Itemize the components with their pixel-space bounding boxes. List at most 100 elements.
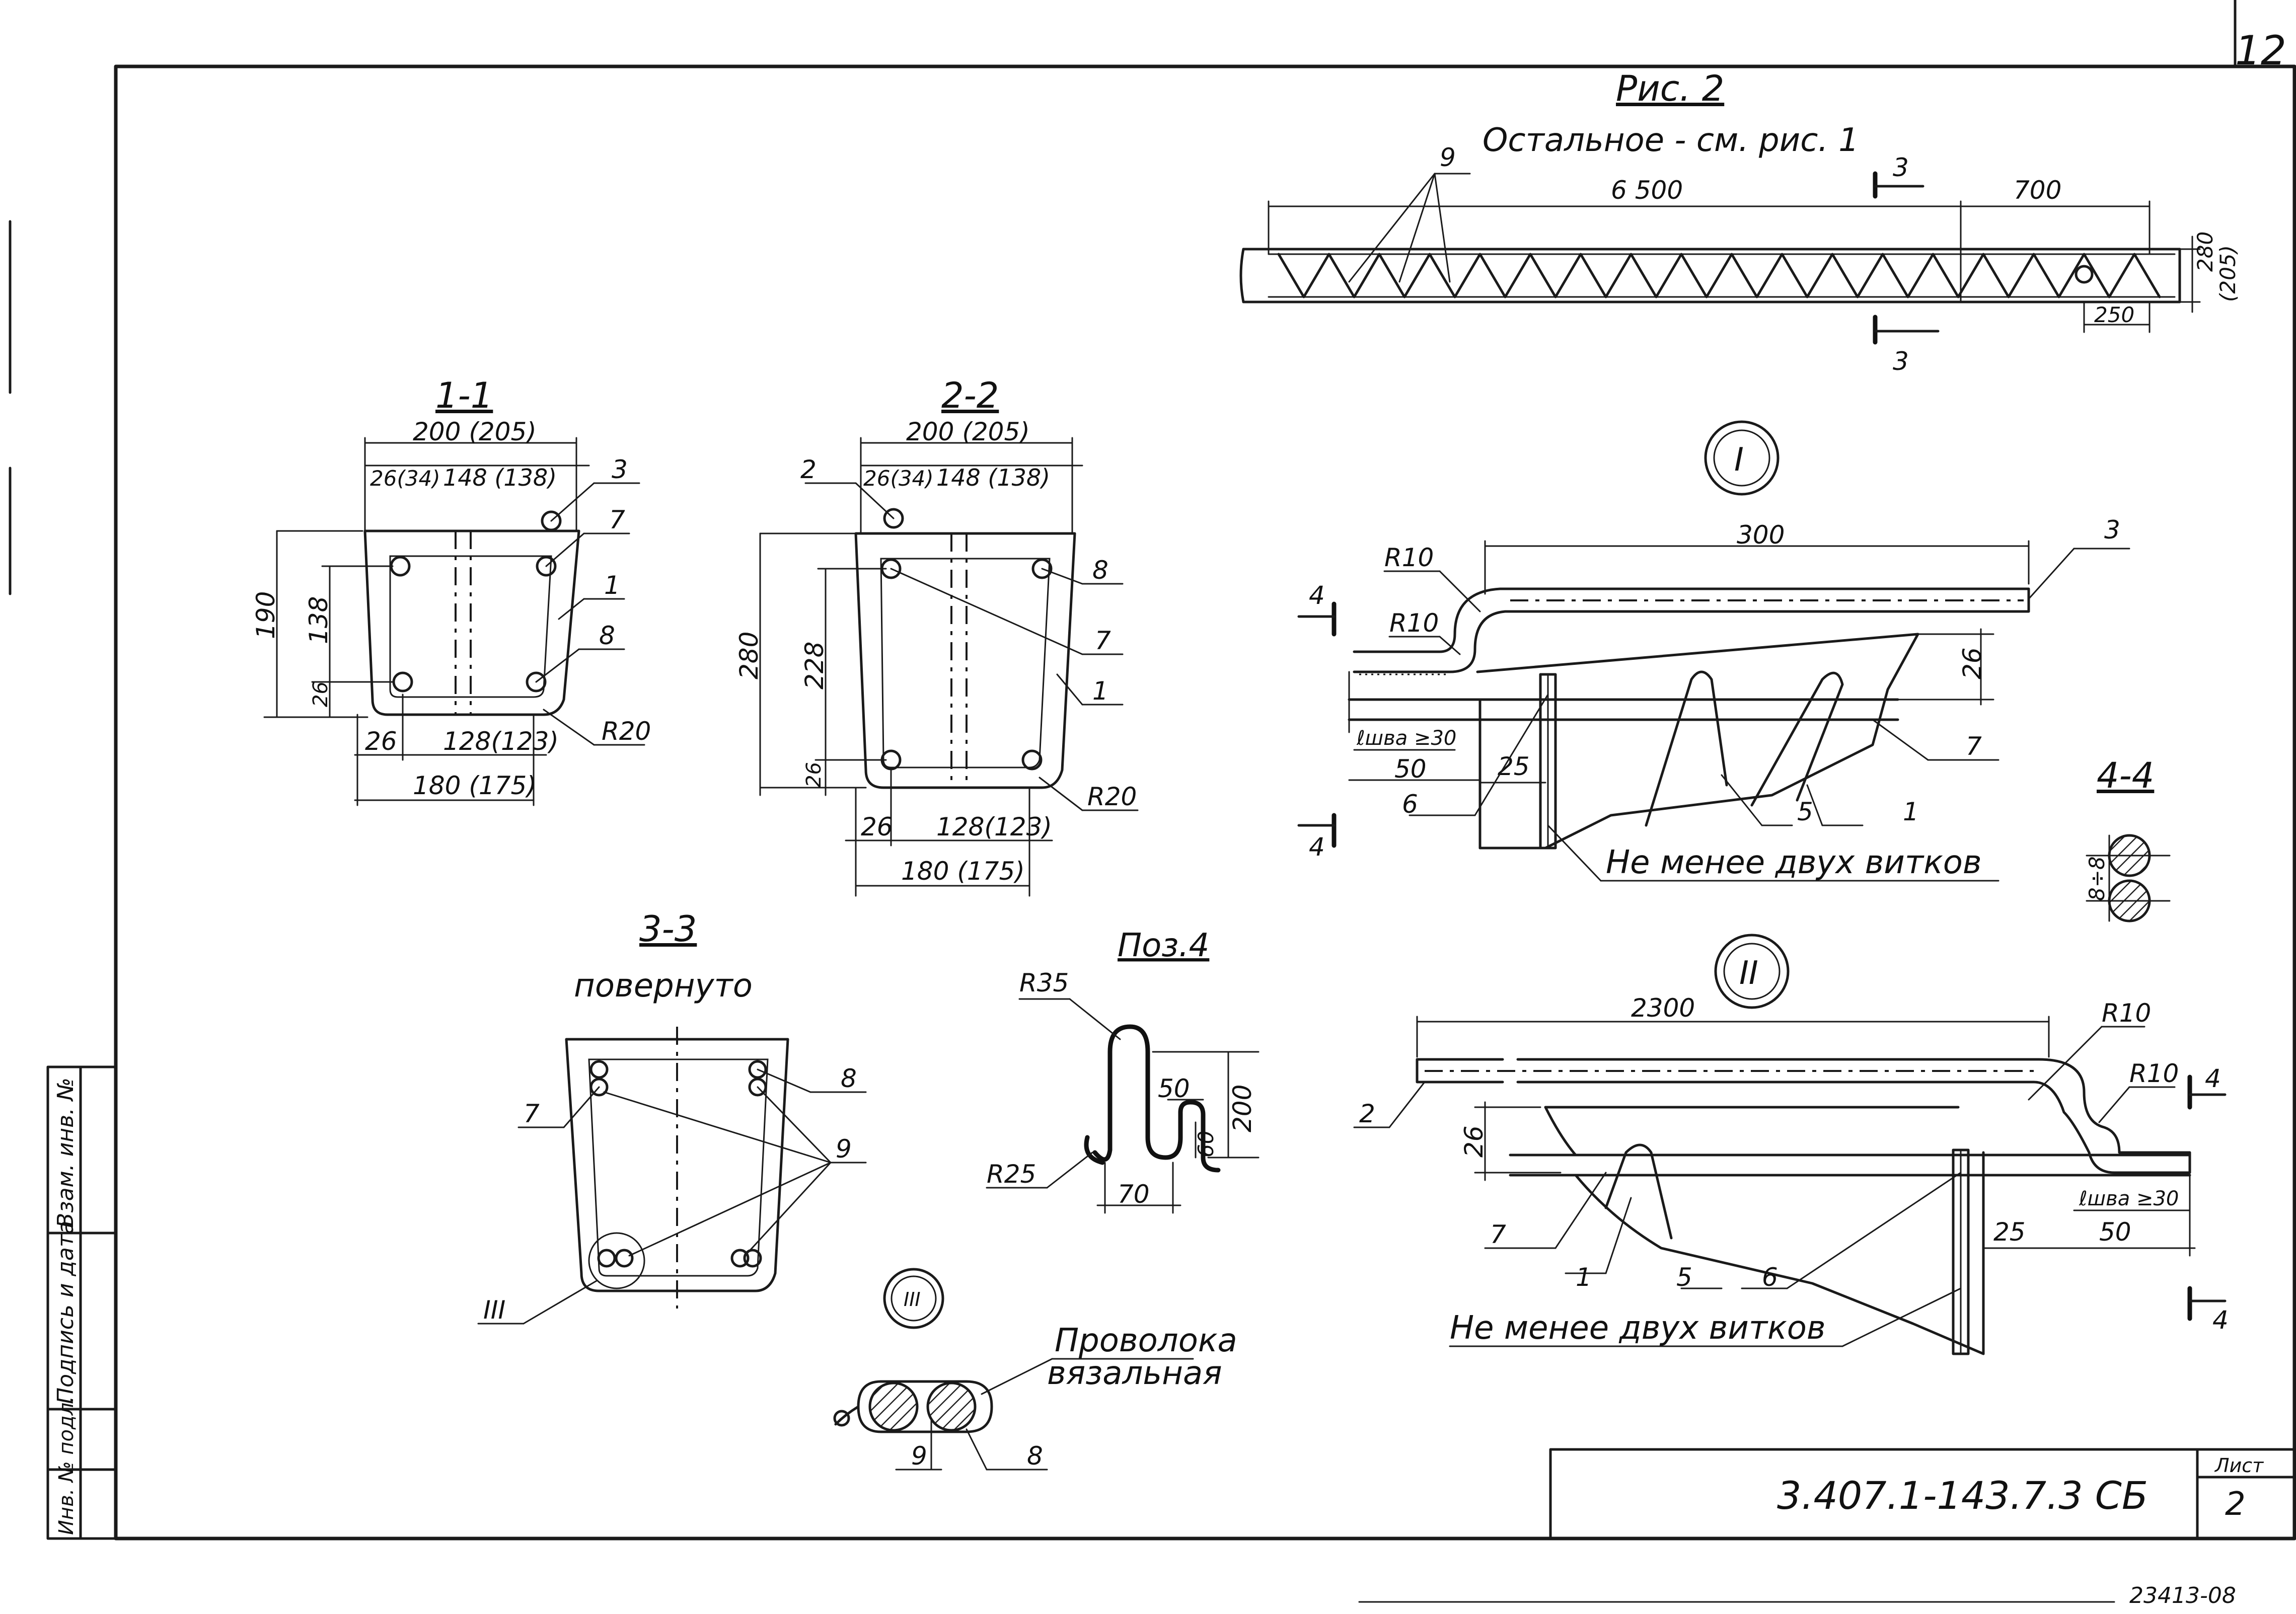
fig2-title: Рис. 2: [1616, 68, 1724, 109]
s11-dim-top: 200 (205): [413, 417, 537, 446]
node-II-note: Не менее двух витков: [1450, 1310, 1826, 1347]
s11-title: 1-1: [435, 375, 493, 416]
section-4-4: 4-4 8÷8: [2085, 755, 2171, 923]
section-2-2: 2-2 200 (205) 26(34) 148 (138) 280 228 2…: [734, 375, 1139, 897]
node-II-dim-26: 26: [1459, 1125, 1489, 1158]
fig2: Рис. 2 Остальное - см. рис. 1 6 500 700 …: [1239, 68, 2240, 376]
poz4-dim-60: 60: [1194, 1131, 1218, 1158]
node-II-sec4-top: 4: [2205, 1064, 2221, 1093]
sheet-label: Лист: [2214, 1454, 2264, 1477]
fig2-section-bottom: 3: [1893, 347, 1909, 376]
node-I-pos-7: 7: [1966, 732, 1982, 761]
fig2-subtitle: Остальное - см. рис. 1: [1483, 122, 1859, 159]
poz4-r25: R25: [987, 1160, 1036, 1189]
node-II-sec4-bottom: 4: [2212, 1305, 2229, 1335]
s11-dim-128: 128(123): [443, 727, 559, 756]
sheet-number: 2: [2225, 1486, 2246, 1523]
s22-dim-228: 228: [800, 642, 829, 689]
node-III-label: III: [904, 1288, 921, 1311]
fig2-height-alt: (205): [2215, 245, 2240, 302]
s44-title: 4-4: [2097, 755, 2154, 796]
node-I-dim-26: 26: [1958, 647, 1987, 679]
node-II-r10a: R10: [2102, 998, 2151, 1028]
fig2-pos-9: 9: [1440, 143, 1456, 172]
s11-pos-8: 8: [599, 621, 615, 650]
margin-inv-podl: Инв. № подл.: [55, 1396, 78, 1535]
node-III-wire2: вязальная: [1047, 1355, 1222, 1392]
s11-dim-190: 190: [251, 591, 280, 639]
poz4: Поз.4 R35 R25 50 60 70 200: [986, 927, 1260, 1214]
s33-pos-9: 9: [836, 1134, 852, 1164]
s11-dim-26-left: 26: [309, 681, 332, 707]
sheet-corner-number: 12: [2235, 27, 2286, 74]
fig2-250: 250: [2094, 302, 2134, 327]
s33-subtitle: повернуто: [574, 967, 753, 1005]
s22-dim-148: 148 (138): [936, 464, 1050, 491]
s11-dim-180: 180 (175): [413, 771, 537, 800]
s11-pos-7: 7: [609, 505, 625, 534]
s33-node: III: [483, 1295, 505, 1325]
node-I-r10a: R10: [1384, 543, 1434, 572]
node-I-note: Не менее двух витков: [1606, 844, 1982, 881]
node-II-pos-7: 7: [1490, 1220, 1506, 1249]
fig2-height: 280: [2193, 232, 2217, 272]
node-III-wire: Проволока: [1055, 1322, 1237, 1359]
s11-pos-1: 1: [604, 571, 620, 600]
node-I-pos-6: 6: [1402, 790, 1418, 819]
fig2-end: 700: [2014, 176, 2061, 205]
node-II-weld: ℓшва ≥30: [2079, 1187, 2179, 1210]
s11-pos-3: 3: [612, 455, 628, 484]
node-I: I 300 R10 R10 26 ℓшва ≥30 50 25: [1297, 420, 2130, 882]
node-II-dim-2300: 2300: [1631, 993, 1695, 1023]
poz4-dim-50: 50: [1158, 1074, 1190, 1103]
margin-strip: Взам. инв. № Подпись и дата Инв. № подл.: [46, 1065, 117, 1540]
margin-podpis-data: Подпись и дата: [53, 1221, 79, 1404]
node-II-pos-5: 5: [1676, 1263, 1692, 1292]
s11-dim-138: 138: [304, 596, 333, 644]
node-I-weld: ℓшва ≥30: [1356, 727, 1456, 750]
fig2-section-top: 3: [1893, 153, 1909, 182]
s22-pos-1: 1: [1092, 676, 1108, 706]
node-I-dim-25: 25: [1498, 752, 1530, 781]
node-I-pos-1: 1: [1903, 797, 1919, 826]
archive-number: 23413-08: [2129, 1583, 2236, 1608]
node-II-dim-50: 50: [2099, 1217, 2131, 1247]
section-1-1: 1-1 200 (205) 26(34) 148 (138) 190 138 2…: [251, 375, 651, 806]
node-II-dim-25: 25: [1993, 1217, 2026, 1247]
node-II-pos-6: 6: [1762, 1263, 1778, 1292]
node-I-pos-5: 5: [1797, 797, 1813, 826]
s22-pos-2: 2: [800, 455, 817, 484]
s22-pos-7: 7: [1095, 626, 1111, 655]
s22-dim-26-34: 26(34): [863, 466, 934, 491]
node-I-r10b: R10: [1389, 608, 1439, 638]
s22-dim-26-left: 26: [802, 762, 826, 788]
s22-title: 2-2: [941, 375, 999, 416]
fig2-length: 6 500: [1611, 176, 1683, 205]
s33-pos-8: 8: [841, 1064, 857, 1093]
node-II: II 2300 R10 R10 26 ℓшва ≥30 25 50 4: [1353, 934, 2229, 1355]
poz4-r35: R35: [1019, 968, 1069, 997]
s22-dim-top: 200 (205): [906, 417, 1030, 446]
node-II-r10b: R10: [2129, 1059, 2179, 1088]
s11-dim-148: 148 (138): [443, 464, 557, 491]
node-II-label: II: [1739, 955, 1758, 992]
node-II-pos-2: 2: [1359, 1099, 1375, 1128]
s33-pos-7: 7: [524, 1099, 540, 1128]
s11-radius: R20: [602, 717, 651, 746]
node-I-label: I: [1734, 441, 1744, 479]
node-I-pos-3: 3: [2104, 515, 2120, 545]
title-block: 3.407.1-143.7.3 СБ Лист 2: [1549, 1448, 2296, 1540]
frame: [9, 0, 2296, 1541]
s22-dim-128: 128(123): [936, 812, 1052, 841]
node-I-dim-50: 50: [1394, 754, 1427, 784]
section-3-3: 3-3 повернуто 7 8 9 III: [477, 908, 867, 1325]
node-I-dim-300: 300: [1737, 520, 1785, 550]
s22-radius: R20: [1087, 782, 1137, 811]
s11-dim-26-34: 26(34): [370, 466, 440, 491]
s44-dim: 8÷8: [2085, 856, 2109, 901]
designation: 3.407.1-143.7.3 СБ: [1777, 1473, 2148, 1518]
margin-vzam-inv: Взам. инв. №: [53, 1078, 79, 1228]
node-III-pos-8: 8: [1027, 1441, 1043, 1471]
s22-dim-26-bottom: 26: [861, 812, 893, 841]
